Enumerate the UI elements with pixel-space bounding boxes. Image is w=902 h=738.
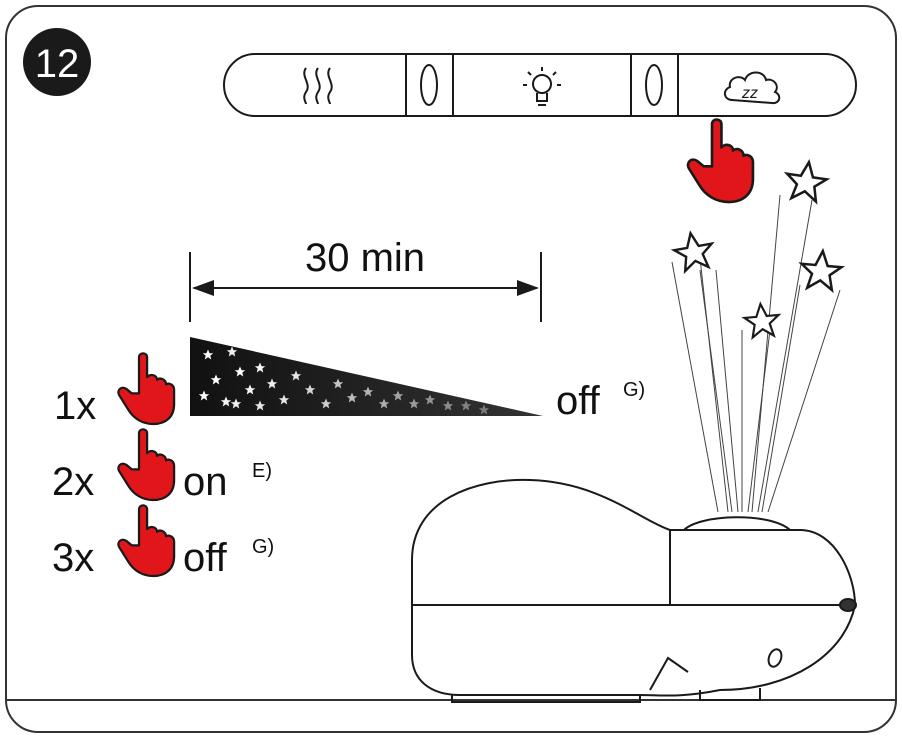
svg-text:zz: zz — [741, 85, 758, 102]
projection-beams — [671, 194, 841, 513]
sleep-cloud-icon: zz — [724, 71, 781, 105]
control-panel: zz — [223, 53, 857, 117]
press-count: 2x — [52, 460, 94, 504]
press-count: 3x — [52, 536, 94, 580]
separator-left — [420, 64, 438, 106]
heat-button[interactable] — [303, 67, 333, 105]
light-button[interactable] — [523, 67, 561, 106]
fade-end-state: off — [556, 379, 601, 423]
press-count: 1x — [54, 384, 96, 428]
press-state: off — [183, 536, 228, 580]
heat-waves-icon — [303, 67, 333, 105]
fade-out-wedge — [190, 337, 543, 416]
light-bulb-icon — [523, 67, 561, 106]
press-note: G) — [252, 536, 274, 558]
fade-end-note: G) — [623, 379, 645, 401]
projector-device — [411, 478, 857, 703]
press-note: E) — [252, 460, 272, 482]
timer-duration-label: 30 min — [305, 236, 425, 280]
press-option-1: 1x — [54, 352, 176, 428]
press-state: on — [183, 460, 228, 504]
timer-dimension — [189, 252, 542, 322]
step-badge: 12 — [23, 28, 91, 96]
separator-right — [645, 64, 663, 106]
sleep-button[interactable]: zz — [724, 71, 781, 105]
press-option-2: 2x on E) — [52, 428, 272, 504]
press-option-3: 3x off G) — [52, 504, 274, 580]
step-number: 12 — [35, 42, 80, 86]
